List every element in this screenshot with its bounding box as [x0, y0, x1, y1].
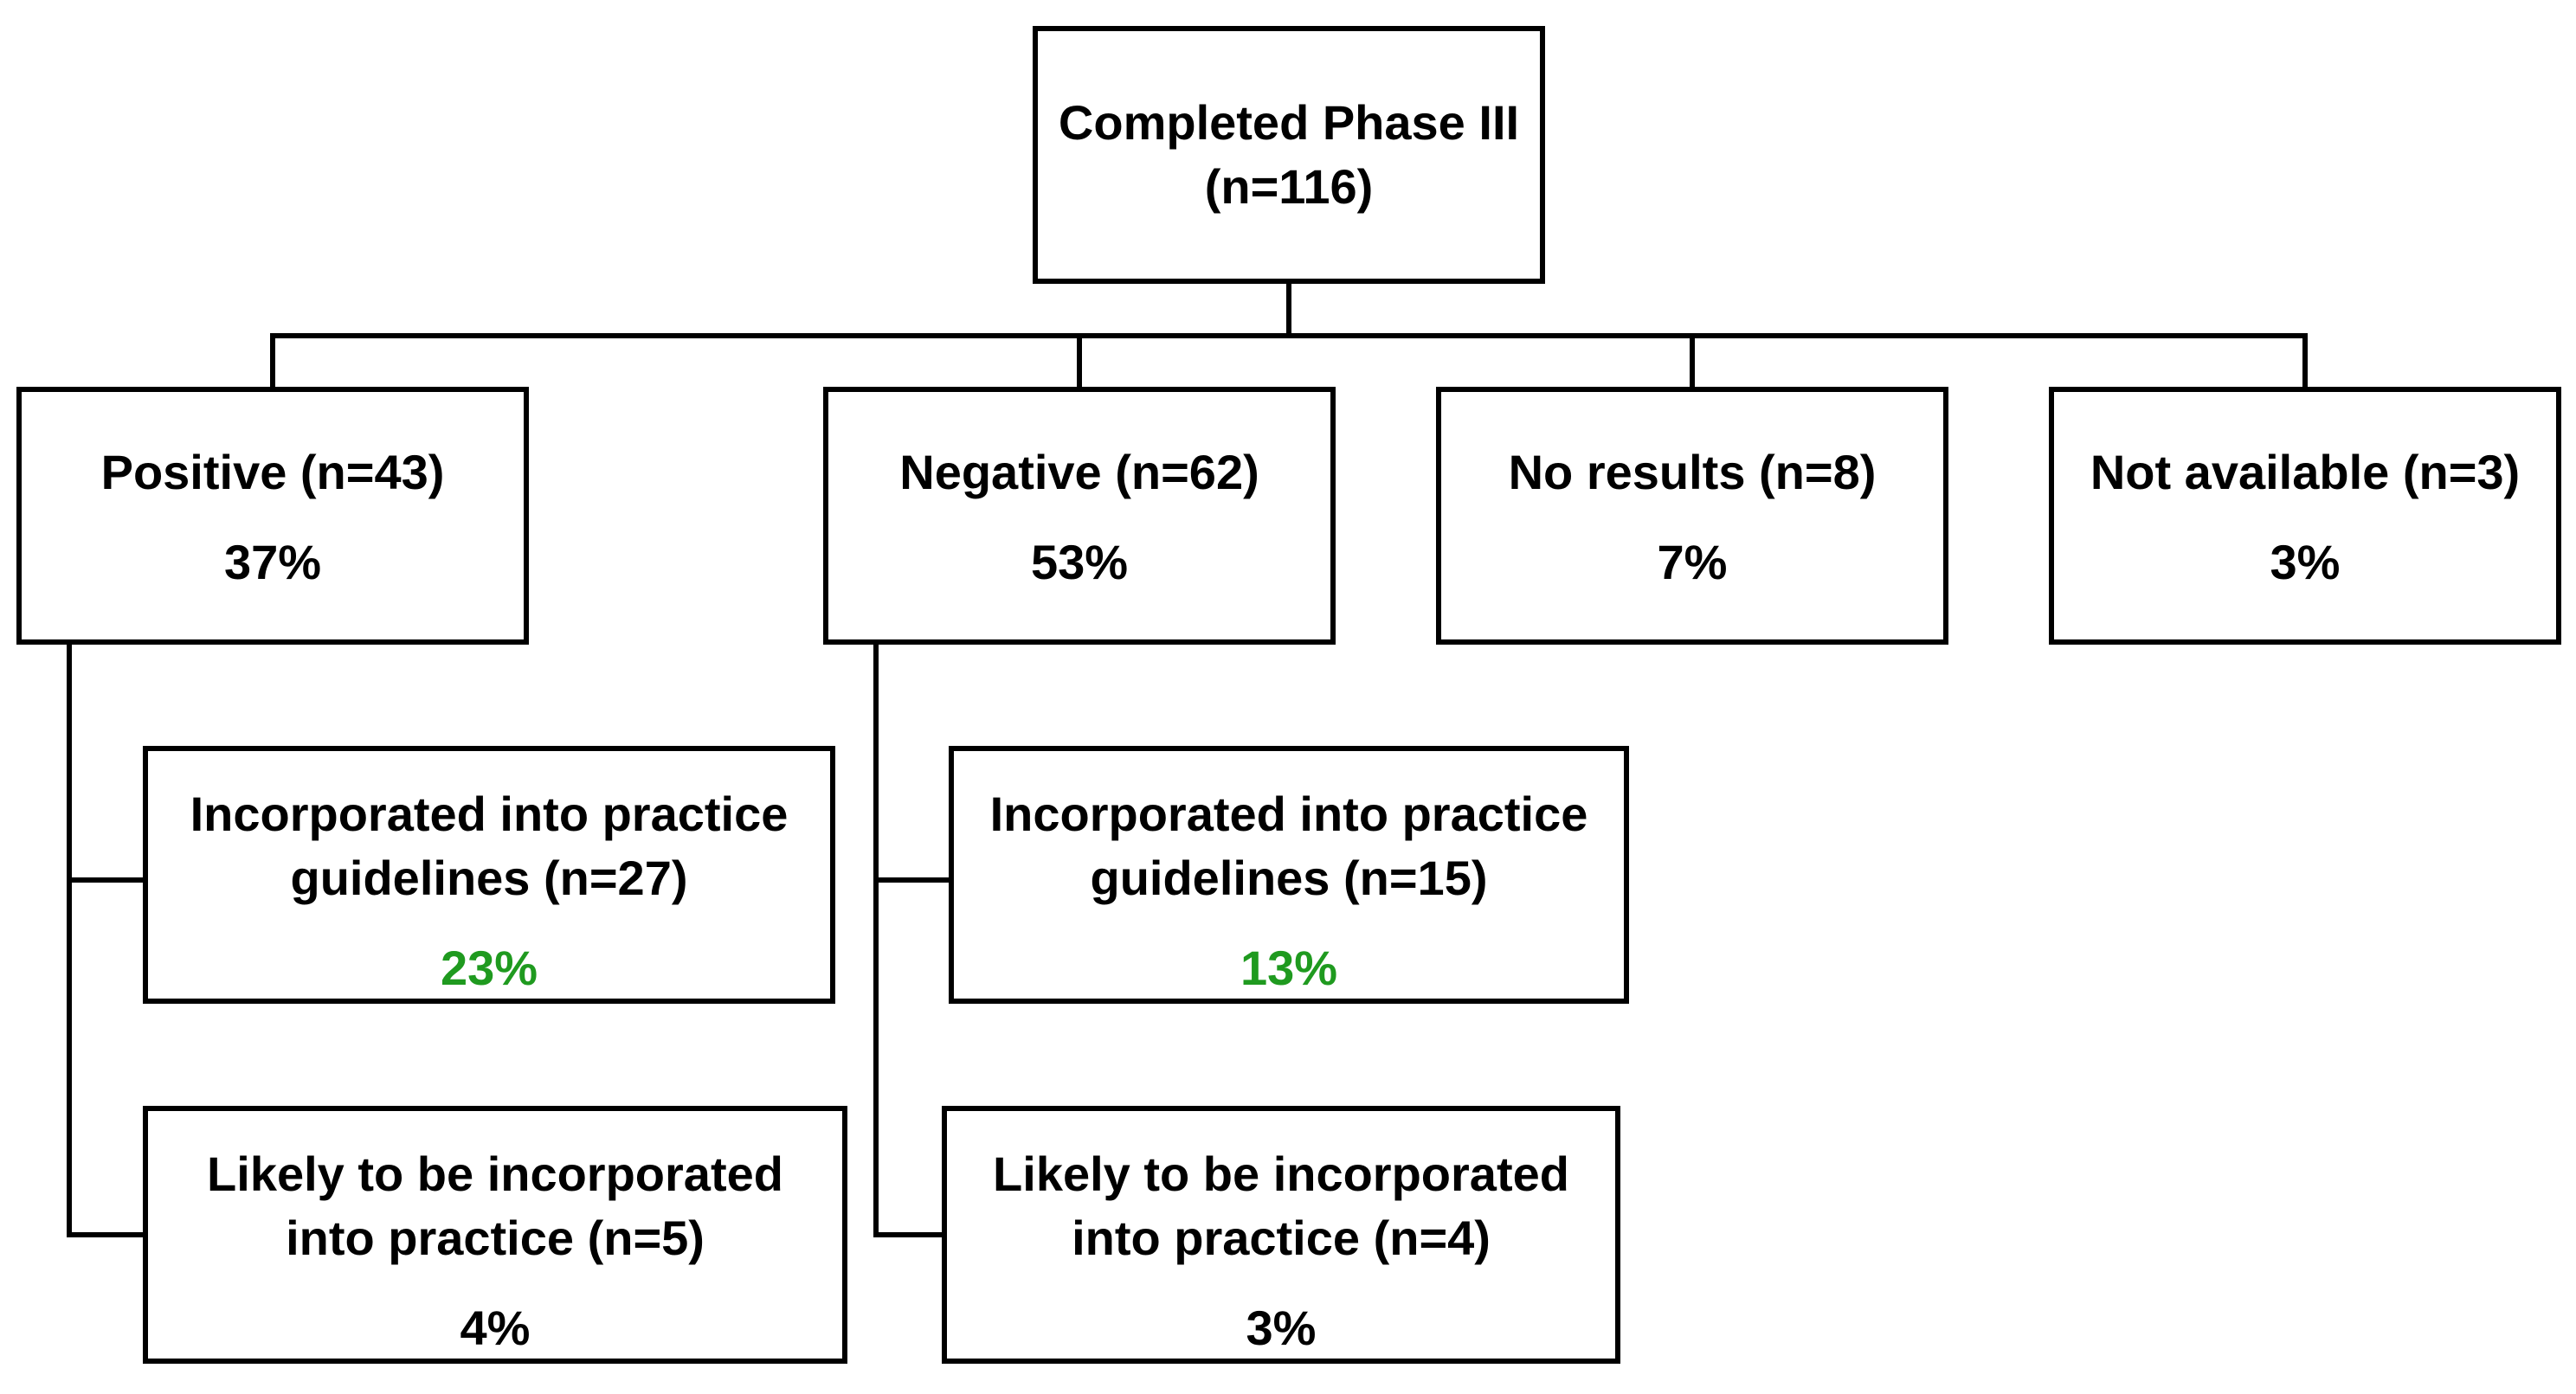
child-label-line2: into practice (n=4): [1072, 1211, 1491, 1265]
outcome-percent: 37%: [223, 535, 322, 589]
outcome-percent: 3%: [2270, 535, 2341, 589]
child-label-line2: into practice (n=5): [286, 1211, 705, 1265]
outcome-box-negative: Negative (n=62) 53%: [823, 387, 1336, 645]
positive-child-likely-incorporated: Likely to be incorporated into practice …: [143, 1106, 847, 1364]
outcome-label: Positive (n=43): [100, 445, 445, 499]
child-percent: 23%: [440, 941, 538, 995]
outcome-label: No results (n=8): [1508, 445, 1877, 499]
root-title: Completed Phase III: [1058, 95, 1520, 150]
child-label-line2: guidelines (n=27): [290, 851, 688, 905]
outcome-box-not-available: Not available (n=3) 3%: [2049, 387, 2561, 645]
child-label-line1: Incorporated into practice: [190, 787, 789, 841]
outcome-label: Not available (n=3): [2090, 445, 2521, 499]
outcome-percent: 53%: [1030, 535, 1129, 589]
child-label-line1: Incorporated into practice: [989, 787, 1588, 841]
child-percent: 3%: [1246, 1301, 1317, 1355]
child-percent: 4%: [460, 1301, 531, 1355]
negative-child-likely-incorporated: Likely to be incorporated into practice …: [942, 1106, 1620, 1364]
root-count: (n=116): [1204, 159, 1374, 214]
child-label-line1: Likely to be incorporated: [993, 1147, 1569, 1201]
positive-child-incorporated-guidelines: Incorporated into practice guidelines (n…: [143, 746, 835, 1004]
child-percent: 13%: [1240, 941, 1338, 995]
outcome-box-no-results: No results (n=8) 7%: [1436, 387, 1948, 645]
outcome-label: Negative (n=62): [899, 445, 1259, 499]
child-label-line2: guidelines (n=15): [1090, 851, 1488, 905]
child-label-line1: Likely to be incorporated: [207, 1147, 783, 1201]
root-box-completed-phase-iii: Completed Phase III (n=116): [1033, 26, 1545, 284]
negative-child-incorporated-guidelines: Incorporated into practice guidelines (n…: [949, 746, 1629, 1004]
outcome-box-positive: Positive (n=43) 37%: [16, 387, 529, 645]
outcome-percent: 7%: [1657, 535, 1728, 589]
